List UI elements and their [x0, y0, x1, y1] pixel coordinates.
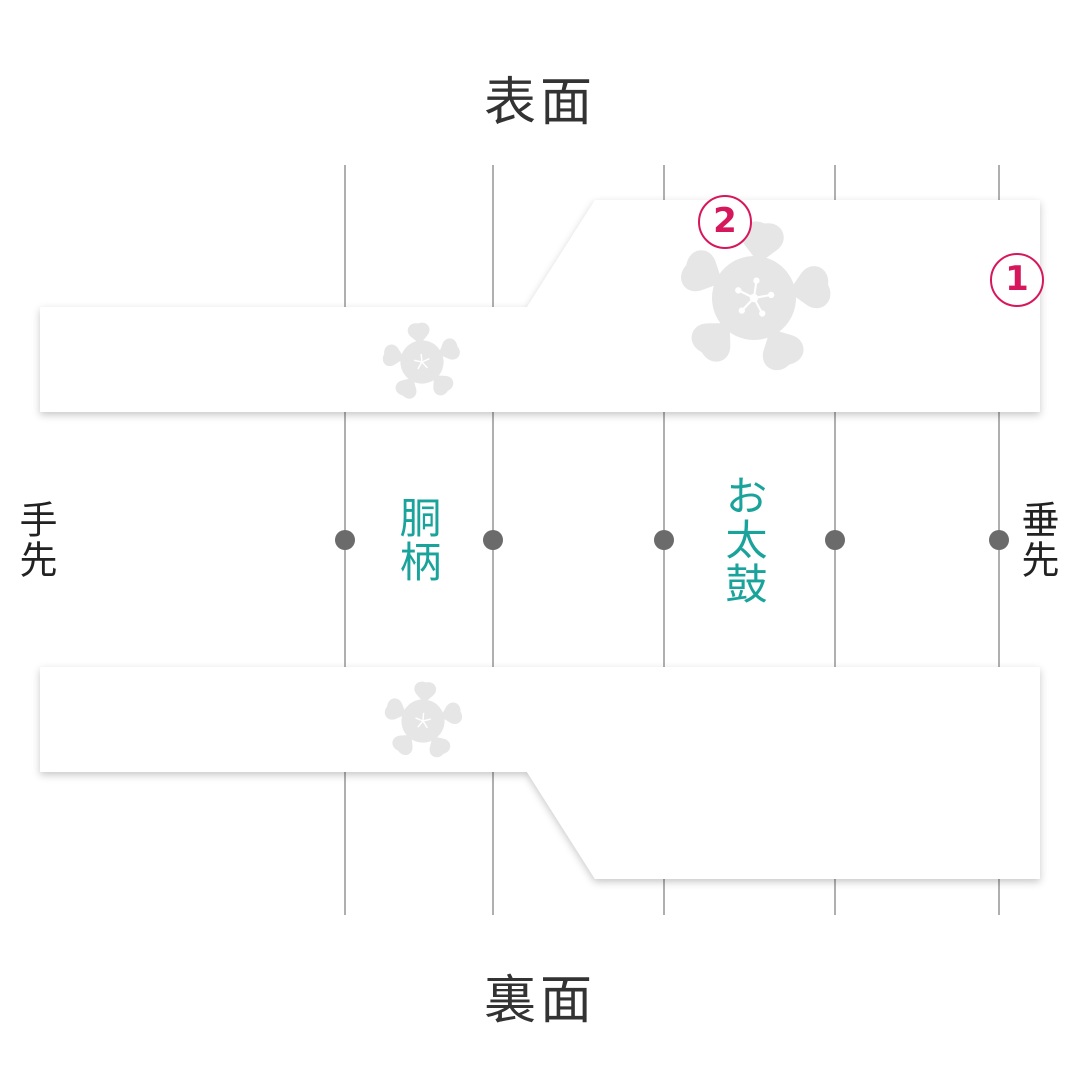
back-band	[40, 667, 1040, 879]
front-side-title: 表面	[483, 73, 596, 133]
sakura-flower-icon	[382, 322, 460, 399]
position-marker-2: 2	[698, 195, 752, 249]
guide-dot	[335, 530, 355, 550]
guide-dots	[335, 530, 1009, 550]
guide-dot	[654, 530, 674, 550]
tarasaki-label: 垂先	[1015, 500, 1059, 580]
guide-dot	[483, 530, 503, 550]
guide-dot	[989, 530, 1009, 550]
sakura-flower-icon	[384, 681, 463, 758]
guide-dot	[825, 530, 845, 550]
front-band	[40, 200, 1040, 412]
sakura-flower-icon	[681, 221, 831, 370]
position-marker-1: 1	[990, 253, 1044, 307]
back-side-title: 裏面	[483, 971, 596, 1031]
tesaki-label: 手先	[13, 500, 57, 580]
otaiko-label: お太鼓	[719, 474, 768, 606]
dogara-label: 胴柄	[393, 496, 442, 584]
